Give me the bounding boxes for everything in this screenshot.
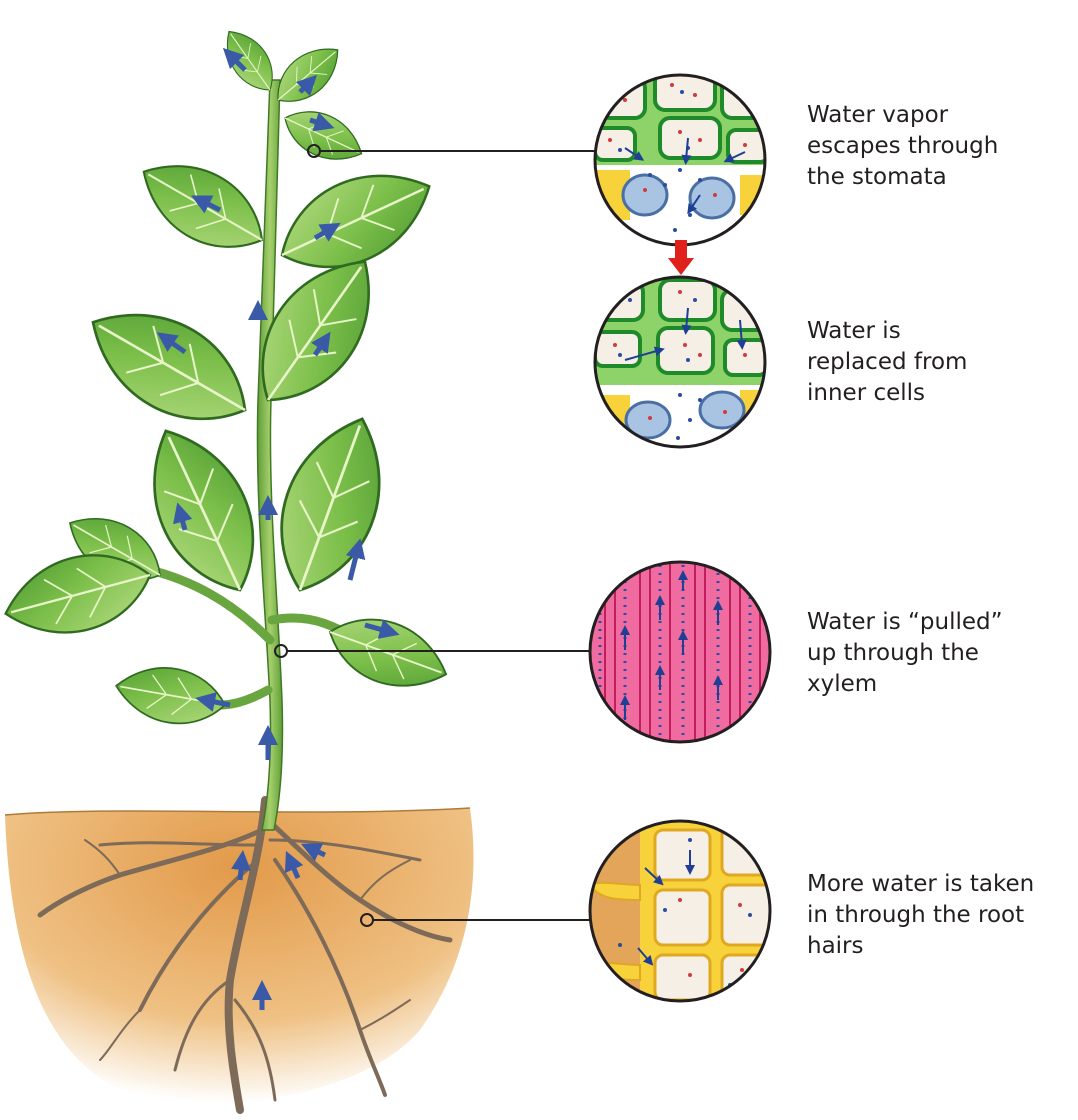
label-line: xylem <box>807 669 1072 700</box>
label-line: in through the root <box>807 900 1072 931</box>
label-line: Water is “pulled” <box>807 607 1072 638</box>
label-line: More water is taken <box>807 869 1072 900</box>
leaf-icon <box>127 143 279 269</box>
leaf-icon <box>258 404 404 606</box>
leaf-icon <box>320 604 457 703</box>
leaf-icon <box>71 285 266 447</box>
label-line: Water is <box>807 316 1072 347</box>
label-root-hairs: More water is taken in through the root … <box>807 869 1072 962</box>
label-inner-cells: Water is replaced from inner cells <box>807 316 1072 409</box>
leaf-icon <box>276 99 370 172</box>
soil <box>5 808 473 1104</box>
label-line: Water vapor <box>807 100 1072 131</box>
xylem-vessel-icon <box>585 560 775 750</box>
label-line: hairs <box>807 931 1072 962</box>
stoma-cell-icon <box>590 275 770 455</box>
root-hair-icon <box>585 815 780 1005</box>
label-xylem: Water is “pulled” up through the xylem <box>807 607 1072 700</box>
leaves <box>0 21 456 731</box>
label-line: inner cells <box>807 378 1072 409</box>
label-line: the stomata <box>807 162 1072 193</box>
leaf-icon <box>111 659 229 732</box>
stem <box>257 80 282 830</box>
label-line: up through the <box>807 638 1072 669</box>
label-line: escapes through <box>807 131 1072 162</box>
stoma-cell-icon <box>590 70 770 250</box>
label-line: replaced from <box>807 347 1072 378</box>
label-stomata: Water vapor escapes through the stomata <box>807 100 1072 193</box>
